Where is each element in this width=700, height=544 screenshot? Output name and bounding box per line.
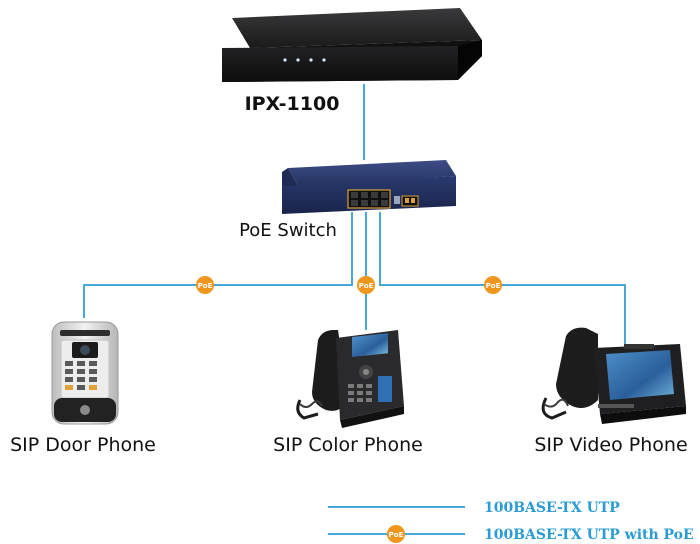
legend-entry-utp: 100BASE-TX UTP [328,500,620,516]
legend-poe-badge [387,525,405,543]
door-phone-label: SIP Door Phone [10,434,156,456]
legend-label-utp-poe: 100BASE-TX UTP with PoE [484,527,694,543]
ipx-pbx-device [222,8,482,82]
sip-video-phone-device [541,327,686,424]
switch-label: PoE Switch [239,220,337,241]
link-switch-door-phone [83,212,353,318]
poe-badge-label: PoE [198,282,213,290]
pbx-label: IPX-1100 [245,93,340,115]
poe-switch-device [282,160,456,214]
poe-badge-label: PoE [486,282,501,290]
legend: 100BASE-TX UTP PoE 100BASE-TX UTP with P… [328,500,694,543]
poe-badge-color: PoE [357,276,375,294]
poe-badge-video: PoE [484,276,502,294]
legend-entry-utp-poe: PoE 100BASE-TX UTP with PoE [328,525,694,543]
sip-color-phone-device [296,330,404,428]
poe-badge-label: PoE [359,282,374,290]
sip-door-phone-device [51,321,119,425]
video-phone-label: SIP Video Phone [534,434,687,456]
color-phone-label: SIP Color Phone [273,434,423,456]
poe-badge-door: PoE [196,276,214,294]
legend-poe-badge-label: PoE [389,531,404,539]
connection-lines [83,84,626,345]
legend-label-utp: 100BASE-TX UTP [484,500,620,516]
link-switch-video-phone [379,212,626,345]
